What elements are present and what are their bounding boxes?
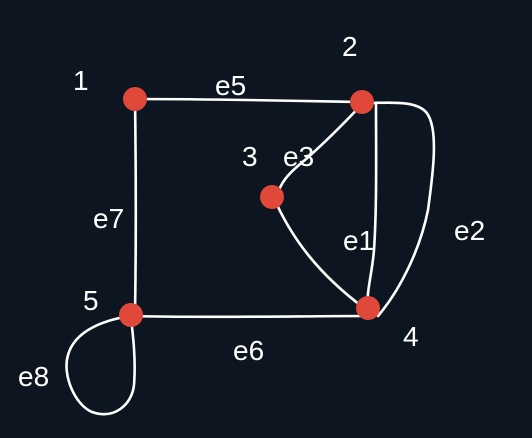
node-5-label: 5 bbox=[83, 285, 99, 316]
node-5 bbox=[119, 303, 143, 327]
edge-e2-label: e2 bbox=[454, 215, 485, 246]
node-4 bbox=[356, 296, 380, 320]
edge-e6-label: e6 bbox=[233, 335, 264, 366]
edge-e3 bbox=[277, 100, 366, 192]
node-4-label: 4 bbox=[403, 321, 419, 352]
edge-e3-label: e3 bbox=[283, 141, 314, 172]
edge-e8-label: e8 bbox=[18, 361, 49, 392]
node-1-label: 1 bbox=[73, 65, 89, 96]
node-1 bbox=[123, 87, 147, 111]
edge-e7 bbox=[133, 97, 138, 317]
edge-e8 bbox=[65, 314, 136, 416]
edge-e1 bbox=[366, 101, 378, 310]
node-3 bbox=[260, 185, 284, 209]
edge-e5 bbox=[133, 97, 364, 104]
node-2-label: 2 bbox=[342, 31, 358, 62]
edge-e1-label: e1 bbox=[343, 225, 374, 256]
edge-e5-label: e5 bbox=[215, 70, 246, 101]
edge-e2 bbox=[362, 101, 436, 318]
node-3-label: 3 bbox=[242, 141, 258, 172]
node-2 bbox=[350, 90, 374, 114]
edge-e7-label: e7 bbox=[93, 203, 124, 234]
edge-e6 bbox=[129, 314, 370, 319]
edge-e4 bbox=[271, 194, 366, 310]
